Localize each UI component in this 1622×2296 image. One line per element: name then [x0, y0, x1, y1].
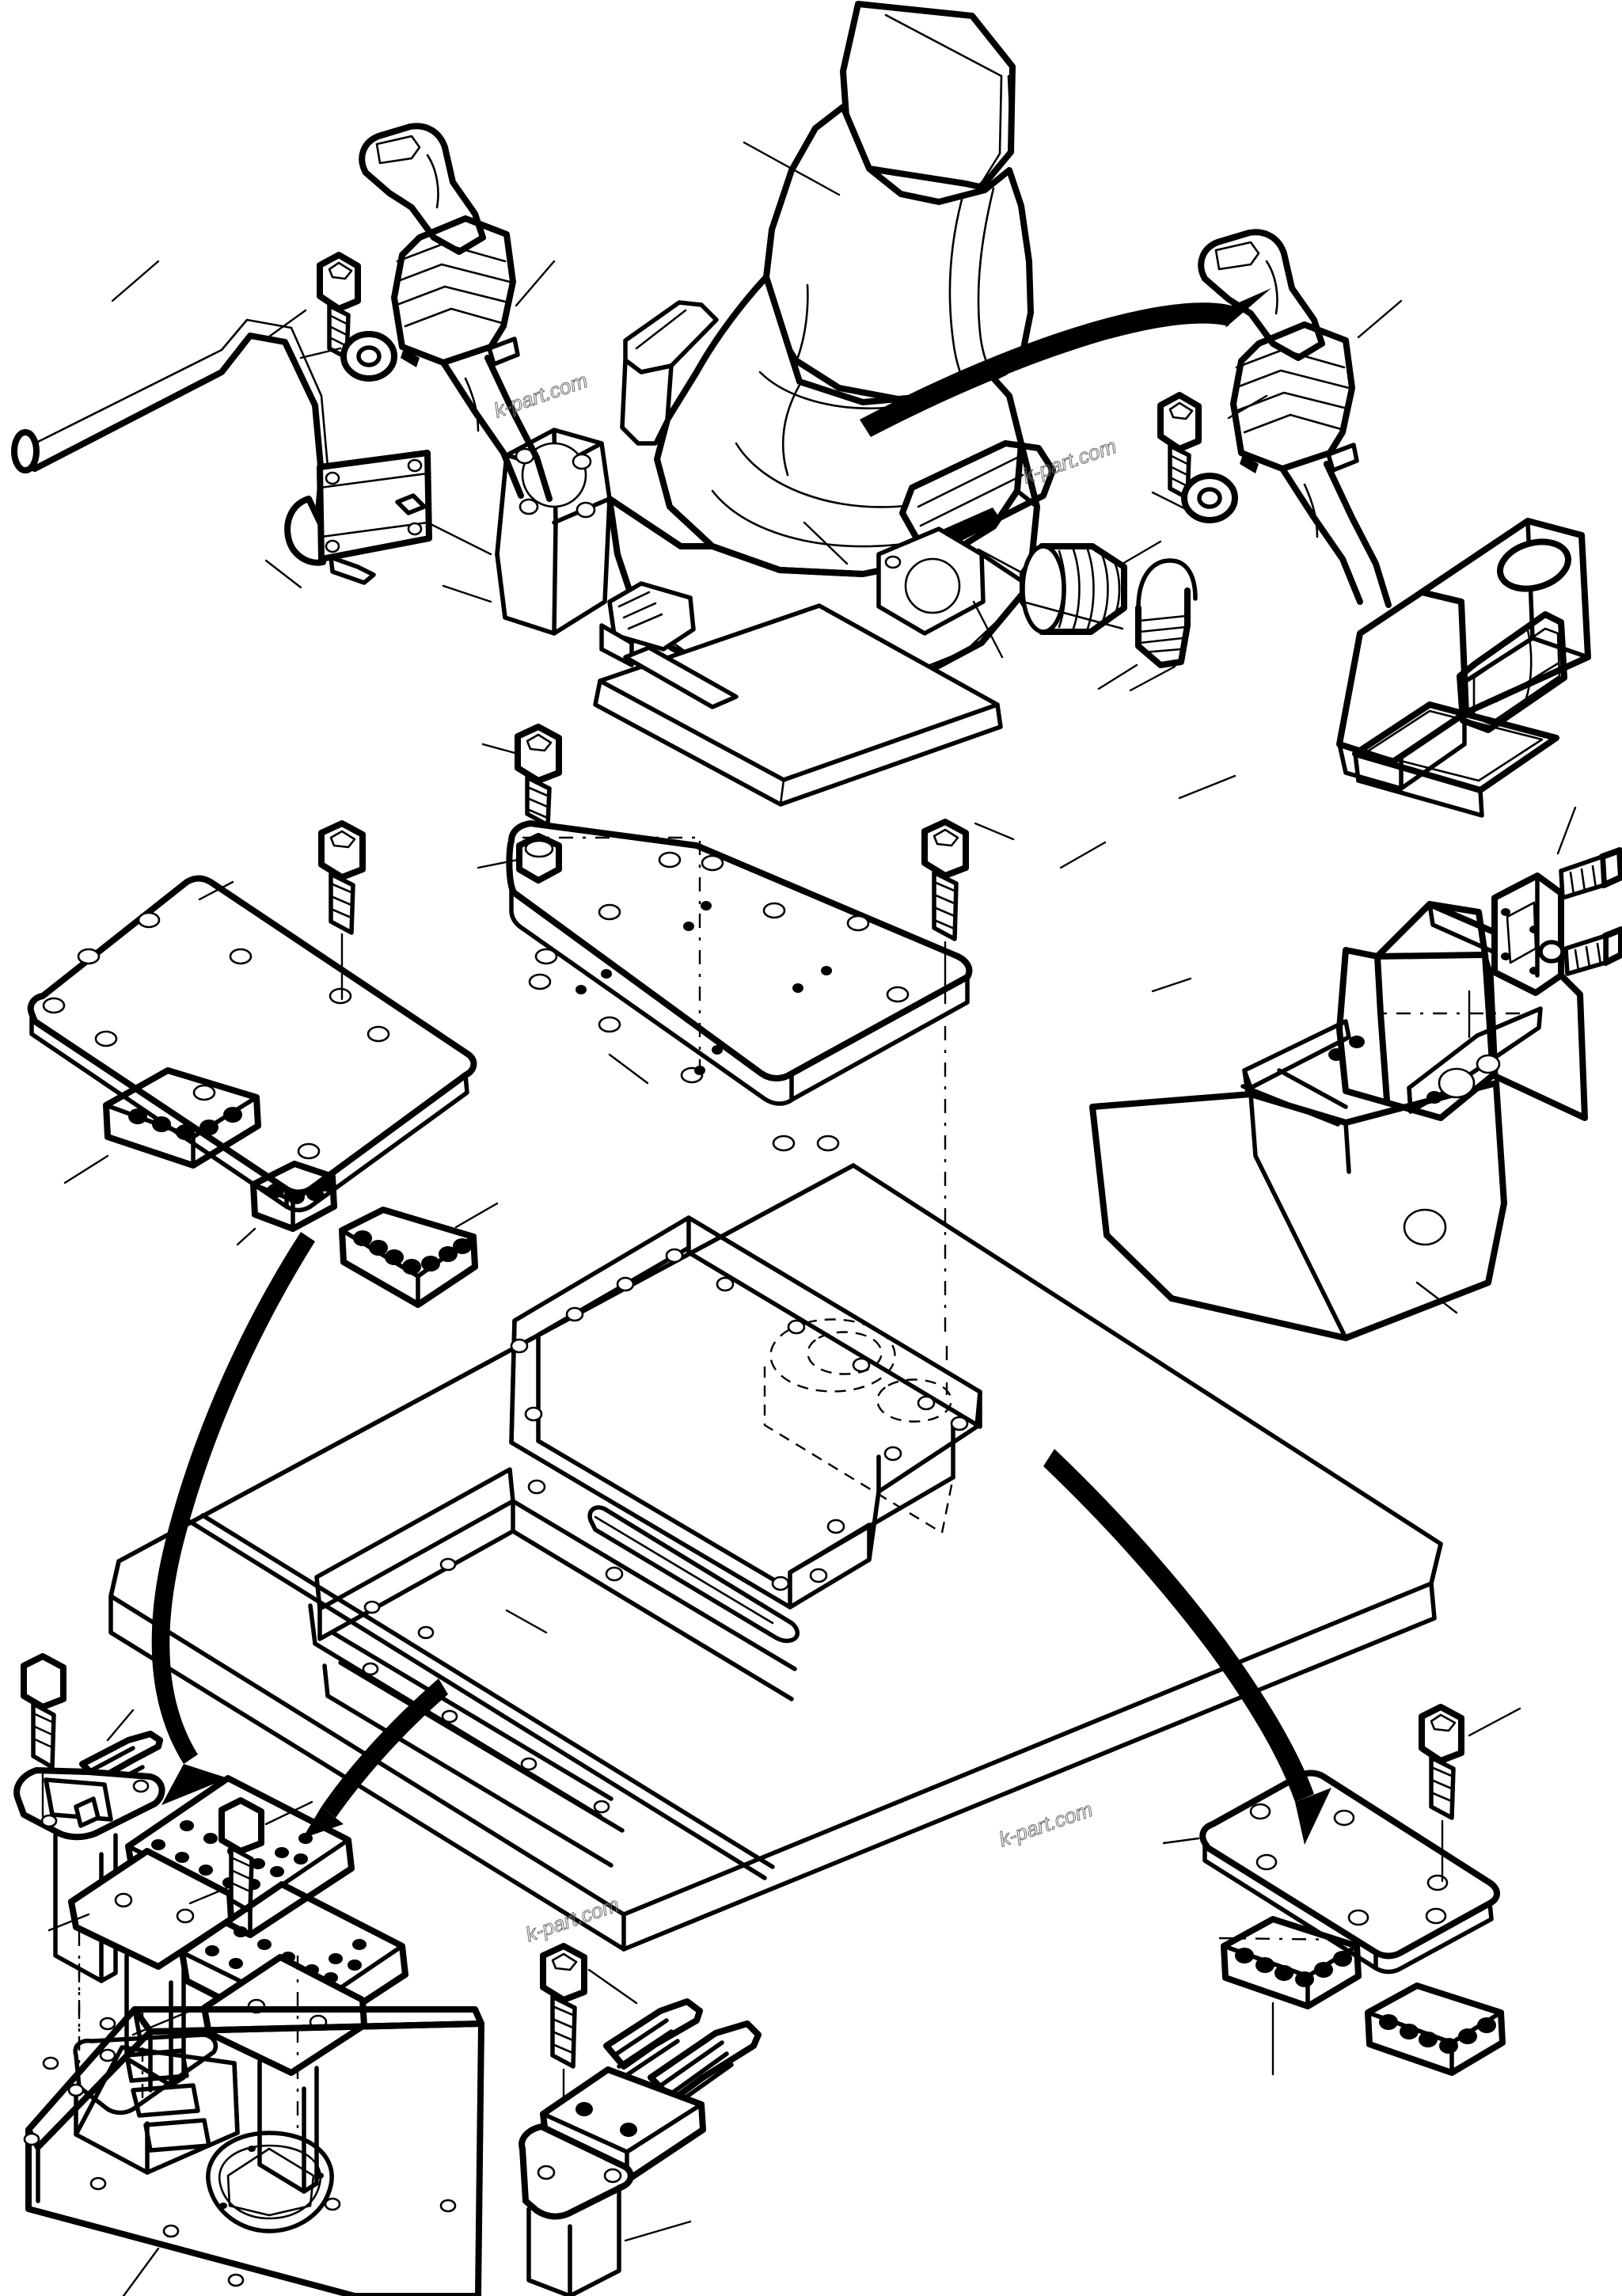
bolt-socket-2 — [1157, 392, 1202, 500]
joystick-boot-left — [391, 215, 520, 367]
floor-plate — [108, 1163, 1443, 1952]
leader-spacer-3 — [454, 1202, 499, 1229]
bellows-spare-a — [977, 543, 1127, 635]
leader-pedal-left — [106, 1709, 135, 1742]
leader-bolt-pedal-extra — [587, 1968, 638, 2005]
joystick-left — [359, 123, 553, 502]
pedal-step-right — [179, 1881, 408, 2194]
bolt-socket-6 — [1419, 1704, 1464, 1820]
seat-mount-plate-center — [506, 820, 973, 1152]
bolt-socket-4 — [921, 819, 969, 941]
nut-hex — [516, 833, 562, 884]
spacer-block-4 — [1221, 1916, 1362, 2009]
leader-pedal-step-right — [131, 2009, 192, 2036]
center-housing-box — [509, 1215, 982, 1644]
leader-pedal-extra-base — [624, 2220, 692, 2242]
seat-assembly — [495, 1, 1056, 807]
leader-bolt-callout-right — [1468, 1707, 1521, 1737]
bolt-socket-7 — [540, 1943, 587, 2069]
leader-bolt-step-left — [264, 1800, 313, 1826]
joystick-boot-right — [1230, 321, 1359, 473]
bolt-hex-1 — [21, 1653, 66, 1770]
hand-lever — [11, 318, 432, 585]
joystick-right — [1198, 229, 1392, 608]
joystick-right-hardware — [1157, 392, 1238, 523]
bellows-spare-b — [1135, 558, 1198, 668]
spacer-block-3 — [339, 1207, 478, 1308]
leader-spacer-1 — [63, 1154, 109, 1184]
bolt-hex-2b — [218, 1797, 264, 1914]
rail-channel — [308, 1467, 797, 1868]
seat-suspension-base — [495, 428, 1040, 807]
lever-bracket — [284, 450, 432, 585]
leader-spacer-2 — [236, 1227, 256, 1246]
console-cover-right — [1336, 518, 1591, 818]
pedal-extra — [519, 1998, 762, 2296]
spacer-block-2 — [250, 1161, 337, 1232]
mount-plate-right — [1199, 1770, 1500, 1975]
joystick-left-hardware — [317, 252, 397, 382]
bolt-socket-3 — [515, 724, 562, 827]
washer-1 — [340, 331, 397, 382]
washer-2 — [1181, 473, 1238, 523]
leader-pedal-step-left — [47, 1913, 90, 1932]
mount-plate-left — [27, 875, 477, 1213]
bolt-hex-3 — [1563, 926, 1622, 976]
bolt-hex-2 — [1559, 847, 1622, 900]
spacer-block-1 — [103, 1067, 261, 1169]
assembly-arrow-top — [860, 288, 1271, 437]
seat-armrest-left — [620, 300, 719, 446]
assembly-arrow-right — [1043, 1449, 1331, 1845]
assembly-arrow-pedal — [302, 1678, 448, 1838]
console-hinge-bracket — [1491, 872, 1565, 996]
lower-floor-pan — [23, 1932, 484, 2296]
leader-plate-right — [1162, 1837, 1200, 1845]
console-box-right — [1089, 901, 1588, 1341]
leader-lines — [111, 141, 1577, 1905]
spacer-block-5 — [1365, 1982, 1506, 2076]
bolt-socket-5 — [318, 820, 366, 935]
assembly-arrow-left — [151, 1232, 315, 1805]
